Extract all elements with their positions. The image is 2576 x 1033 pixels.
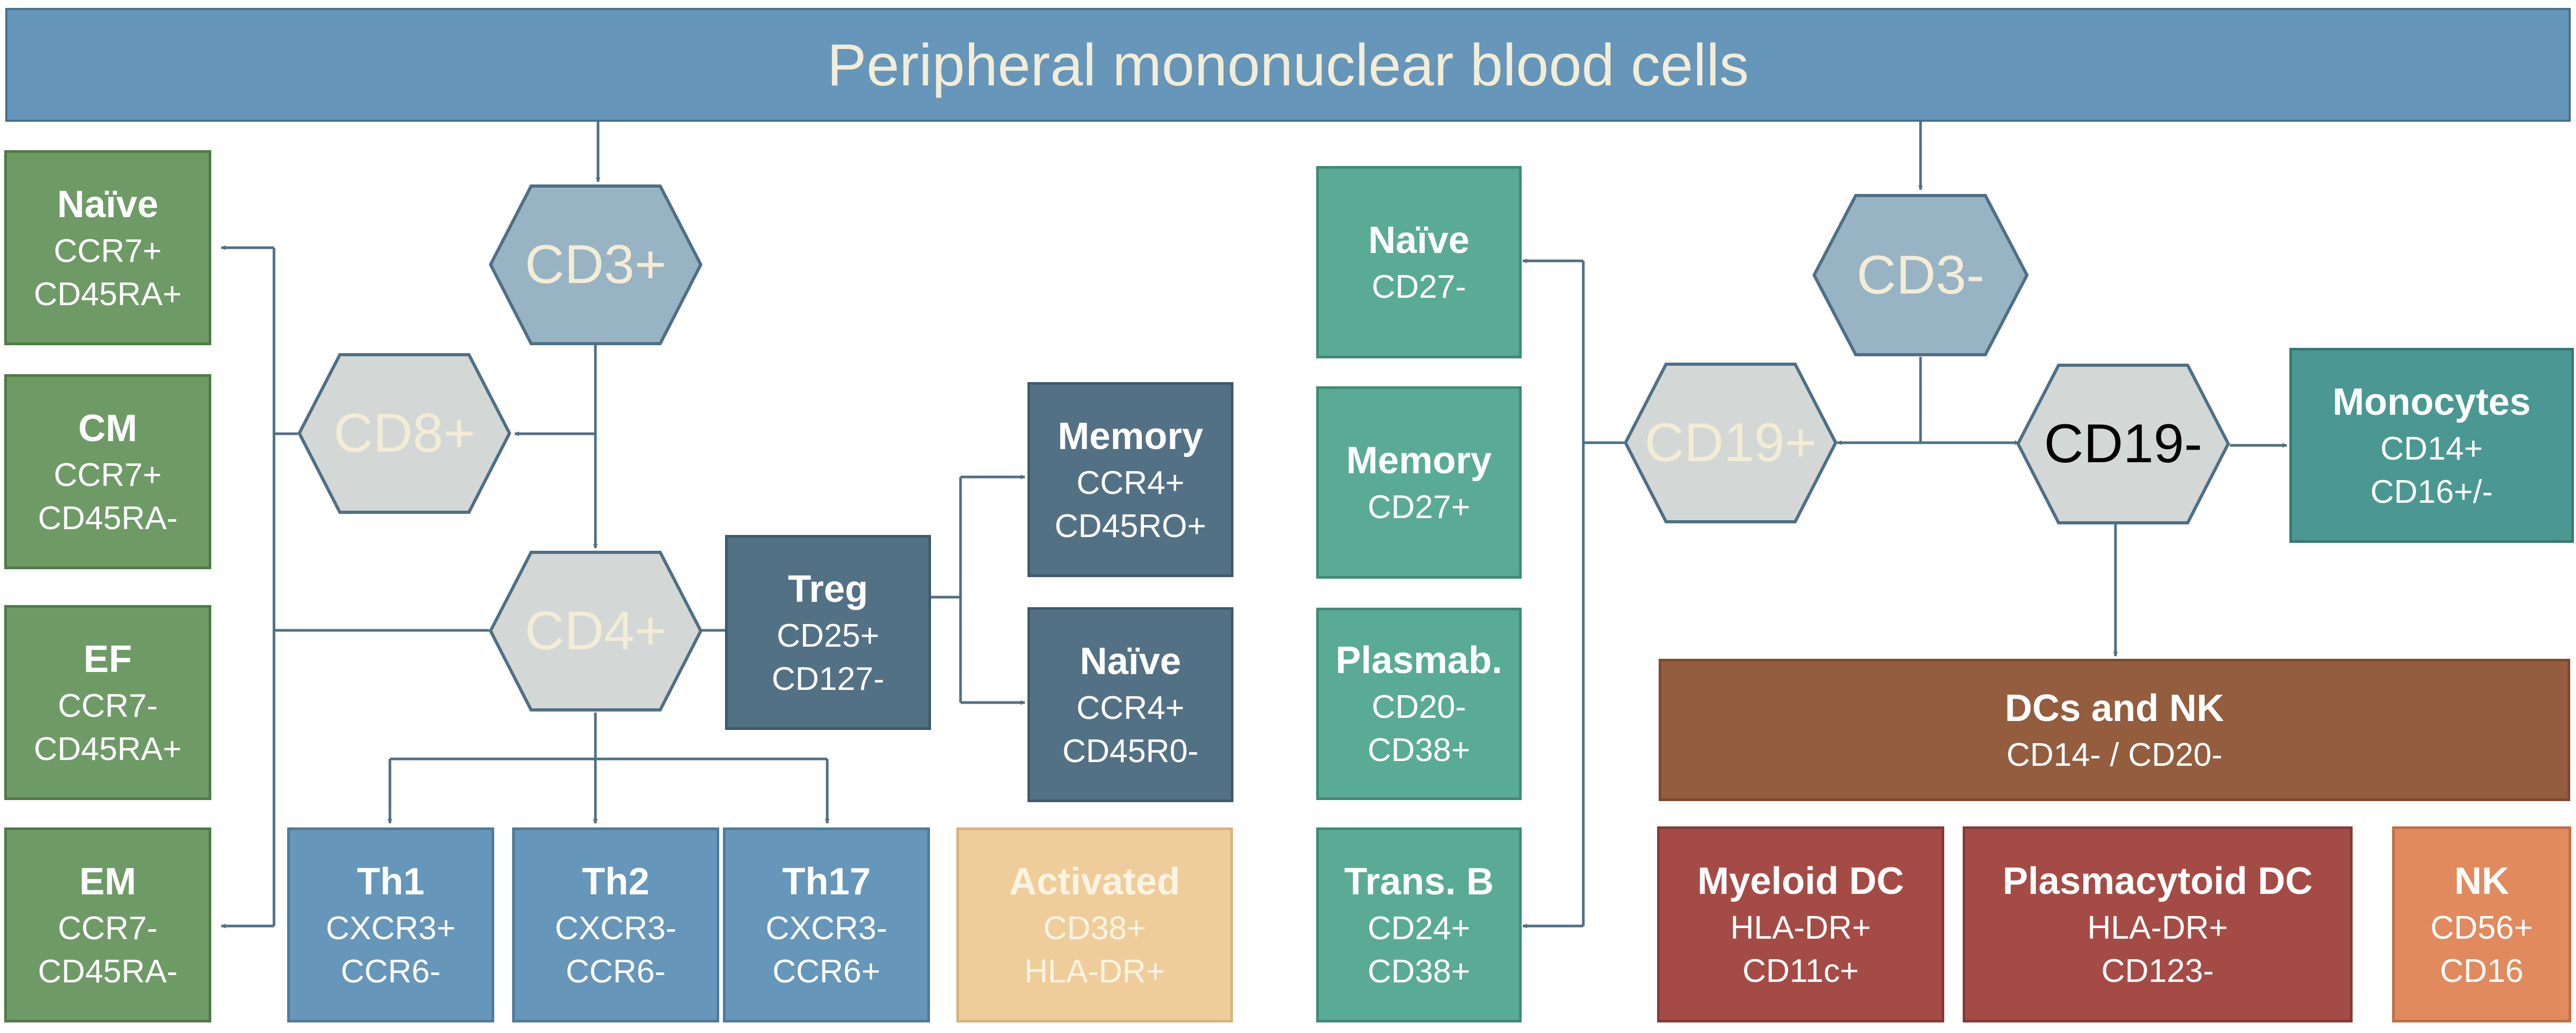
treg-naive-title: Naïve bbox=[1080, 640, 1181, 683]
treg-memory-line1: CCR4+ bbox=[1076, 464, 1184, 501]
th1-title: Th1 bbox=[357, 860, 425, 903]
t-subset-em-line2: CD45RA- bbox=[37, 953, 178, 990]
myeloid-dc-line2: CD11c+ bbox=[1742, 952, 1859, 989]
nk-title: NK bbox=[2454, 860, 2509, 902]
pbmc-header: Peripheral mononuclear blood cells bbox=[5, 8, 2571, 122]
activated-box: Activated CD38+ HLA-DR+ bbox=[956, 827, 1233, 1022]
dcs-nk-line1: CD14- / CD20- bbox=[2006, 736, 2222, 773]
t-subset-em-box: EM CCR7- CD45RA- bbox=[4, 827, 211, 1022]
cd4-pos-hexagon: CD4+ bbox=[489, 551, 702, 712]
dcs-nk-box: DCs and NK CD14- / CD20- bbox=[1659, 659, 2570, 801]
cd19-pos-hexagon: CD19+ bbox=[1624, 363, 1837, 523]
th17-title: Th17 bbox=[782, 860, 871, 903]
treg-naive-box: Naïve CCR4+ CD45R0- bbox=[1027, 607, 1233, 802]
b-subset-naive-box: Naïve CD27- bbox=[1316, 166, 1522, 358]
dcs-nk-title: DCs and NK bbox=[2004, 687, 2225, 729]
t-subset-em-title: EM bbox=[79, 860, 136, 903]
cd3-pos-label: CD3+ bbox=[525, 234, 667, 295]
b-subset-plasmablast-line1: CD20- bbox=[1372, 689, 1466, 726]
monocytes-line1: CD14+ bbox=[2380, 430, 2483, 467]
th2-line1: CXCR3- bbox=[555, 910, 677, 947]
t-subset-ef-title: EF bbox=[83, 638, 132, 680]
nk-line1: CD56+ bbox=[2430, 909, 2533, 946]
cd4-pos-label: CD4+ bbox=[525, 600, 667, 661]
treg-memory-line2: CD45RO+ bbox=[1054, 508, 1207, 544]
b-subset-transitional-title: Trans. B bbox=[1344, 860, 1494, 903]
t-subset-naive-line1: CCR7+ bbox=[53, 232, 162, 269]
b-subset-transitional-line1: CD24+ bbox=[1367, 910, 1471, 947]
cd3-pos-hexagon: CD3+ bbox=[489, 184, 702, 345]
activated-line1: CD38+ bbox=[1043, 910, 1146, 947]
cd19-neg-label: CD19- bbox=[2044, 413, 2202, 474]
b-subset-naive-title: Naïve bbox=[1368, 219, 1470, 262]
b-subset-plasmablast-box: Plasmab. CD20- CD38+ bbox=[1316, 608, 1522, 800]
nk-box: NK CD56+ CD16 bbox=[2392, 826, 2571, 1022]
cd3-neg-label: CD3- bbox=[1856, 244, 1985, 306]
plasmacytoid-dc-title: Plasmacytoid DC bbox=[2002, 860, 2313, 902]
b-subset-memory-box: Memory CD27+ bbox=[1316, 386, 1522, 579]
th17-box: Th17 CXCR3- CCR6+ bbox=[723, 827, 930, 1022]
treg-box: Treg CD25+ CD127- bbox=[725, 535, 931, 730]
b-subset-transitional-box: Trans. B CD24+ CD38+ bbox=[1316, 827, 1522, 1022]
plasmacytoid-dc-box: Plasmacytoid DC HLA-DR+ CD123- bbox=[1963, 826, 2353, 1022]
th17-line1: CXCR3- bbox=[766, 910, 887, 947]
cd19-pos-label: CD19+ bbox=[1644, 412, 1817, 473]
treg-naive-line2: CD45R0- bbox=[1062, 733, 1199, 769]
treg-line1: CD25+ bbox=[777, 617, 879, 654]
t-subset-naive-box: Naïve CCR7+ CD45RA+ bbox=[4, 150, 211, 345]
t-subset-em-line1: CCR7- bbox=[57, 910, 158, 947]
t-subset-ef-line1: CCR7- bbox=[57, 687, 158, 724]
monocytes-box: Monocytes CD14+ CD16+/- bbox=[2289, 348, 2574, 543]
treg-memory-title: Memory bbox=[1057, 415, 1203, 457]
treg-memory-box: Memory CCR4+ CD45RO+ bbox=[1027, 382, 1233, 577]
b-subset-memory-line1: CD27+ bbox=[1367, 489, 1471, 526]
cd8-pos-label: CD8+ bbox=[334, 403, 475, 464]
nk-line2: CD16 bbox=[2440, 952, 2524, 989]
cd8-pos-hexagon: CD8+ bbox=[298, 353, 511, 514]
cd19-neg-hexagon: CD19- bbox=[2016, 364, 2230, 524]
t-subset-cm-line1: CCR7+ bbox=[53, 456, 162, 493]
t-subset-ef-box: EF CCR7- CD45RA+ bbox=[4, 605, 211, 800]
monocytes-title: Monocytes bbox=[2332, 381, 2531, 423]
b-subset-plasmablast-title: Plasmab. bbox=[1335, 639, 1503, 682]
th2-line2: CCR6- bbox=[565, 953, 666, 990]
myeloid-dc-title: Myeloid DC bbox=[1697, 860, 1904, 902]
myeloid-dc-box: Myeloid DC HLA-DR+ CD11c+ bbox=[1657, 826, 1944, 1022]
t-subset-naive-title: Naïve bbox=[57, 183, 159, 226]
th2-box: Th2 CXCR3- CCR6- bbox=[512, 827, 719, 1022]
t-subset-naive-line2: CD45RA+ bbox=[34, 276, 182, 313]
t-subset-ef-line2: CD45RA+ bbox=[34, 730, 182, 767]
th2-title: Th2 bbox=[582, 860, 650, 903]
th1-line2: CCR6- bbox=[340, 953, 441, 990]
myeloid-dc-line1: HLA-DR+ bbox=[1730, 909, 1871, 946]
t-subset-cm-line2: CD45RA- bbox=[37, 500, 178, 537]
t-subset-cm-title: CM bbox=[78, 407, 138, 450]
t-subset-cm-box: CM CCR7+ CD45RA- bbox=[4, 374, 211, 569]
plasmacytoid-dc-line2: CD123- bbox=[2101, 952, 2214, 989]
monocytes-line2: CD16+/- bbox=[2370, 473, 2493, 510]
plasmacytoid-dc-line1: HLA-DR+ bbox=[2087, 909, 2228, 946]
b-subset-naive-line1: CD27- bbox=[1372, 269, 1466, 306]
treg-title: Treg bbox=[788, 568, 868, 610]
th1-box: Th1 CXCR3+ CCR6- bbox=[287, 827, 494, 1022]
treg-naive-line1: CCR4+ bbox=[1076, 689, 1184, 726]
th1-line1: CXCR3+ bbox=[326, 910, 456, 947]
treg-line2: CD127- bbox=[771, 660, 885, 697]
cd3-neg-hexagon: CD3- bbox=[1813, 194, 2029, 356]
th17-line2: CCR6+ bbox=[772, 953, 880, 990]
b-subset-transitional-line2: CD38+ bbox=[1367, 953, 1471, 990]
activated-line2: HLA-DR+ bbox=[1024, 953, 1165, 990]
activated-title: Activated bbox=[1009, 860, 1180, 903]
b-subset-plasmablast-line2: CD38+ bbox=[1367, 732, 1471, 769]
b-subset-memory-title: Memory bbox=[1346, 440, 1492, 482]
